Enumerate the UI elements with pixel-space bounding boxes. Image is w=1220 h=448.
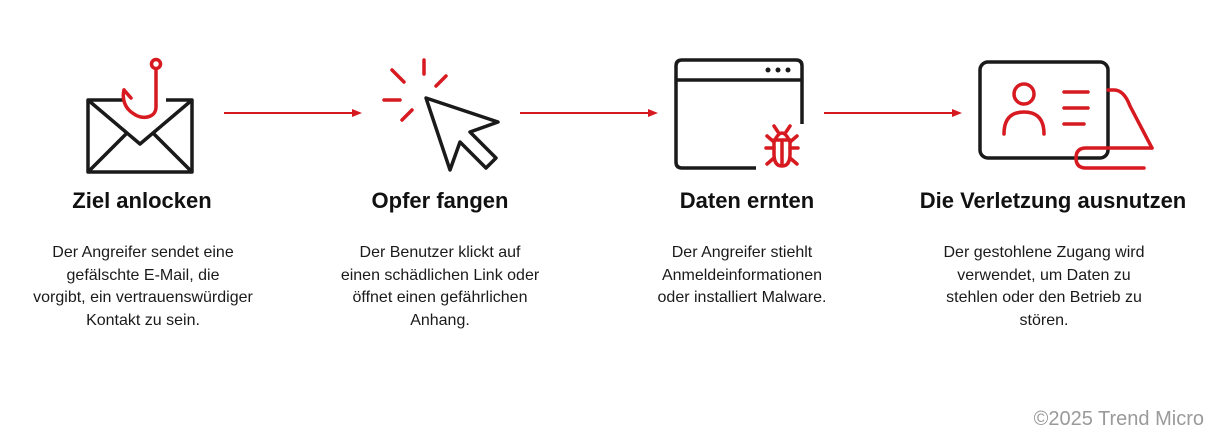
email-hook-icon (86, 57, 194, 174)
step-description-2: Der Benutzer klickt auf einen schädliche… (305, 242, 575, 332)
step-4-line-1: Der gestohlene Zugang wird (943, 244, 1145, 261)
step-description-1: Der Angreifer sendet eine gefälschte E-M… (8, 242, 278, 332)
step-4-line-4: stören. (1019, 311, 1069, 329)
step-3-line-2: Anmeldeinformationen (661, 266, 823, 284)
step-2-line-4: Anhang. (410, 311, 470, 329)
step-1-line-4: Kontakt zu sein. (86, 311, 200, 329)
step-2-line-2: einen schädlichen Link oder (340, 266, 540, 284)
flow-arrow-1 (224, 109, 362, 117)
step-description-3: Der Angreifer stiehlt Anmeldeinformation… (607, 242, 877, 310)
cursor-click-icon (382, 58, 500, 172)
step-3-line-3: oder installiert Malware. (657, 289, 827, 306)
flow-arrow-2 (520, 109, 658, 117)
step-title-1: Ziel anlocken (72, 188, 212, 213)
step-2-line-1: Der Benutzer klickt auf (359, 244, 521, 261)
id-card-icon (978, 60, 1154, 170)
step-4-line-2: verwendet, um Daten zu (957, 266, 1131, 284)
flow-arrow-3 (824, 109, 962, 117)
step-1-line-1: Der Angreifer sendet eine (52, 244, 234, 261)
step-title-3: Daten ernten (679, 188, 815, 213)
step-4-line-3: stehlen oder den Betrieb zu (946, 289, 1142, 306)
step-title-2: Opfer fangen (371, 188, 509, 213)
step-title-4: Die Verletzung ausnutzen (919, 188, 1187, 213)
step-1-line-2: gefälschte E-Mail, die (66, 266, 220, 284)
step-1-line-3: vorgibt, ein vertrauenswürdiger (33, 289, 253, 306)
copyright-notice: ©2025 Trend Micro (1033, 408, 1204, 430)
browser-bug-icon (674, 58, 804, 170)
step-3-line-1: Der Angreifer stiehlt (671, 244, 813, 261)
step-2-line-3: öffnet einen gefährlichen (352, 289, 528, 306)
step-description-4: Der gestohlene Zugang wird verwendet, um… (909, 242, 1179, 332)
